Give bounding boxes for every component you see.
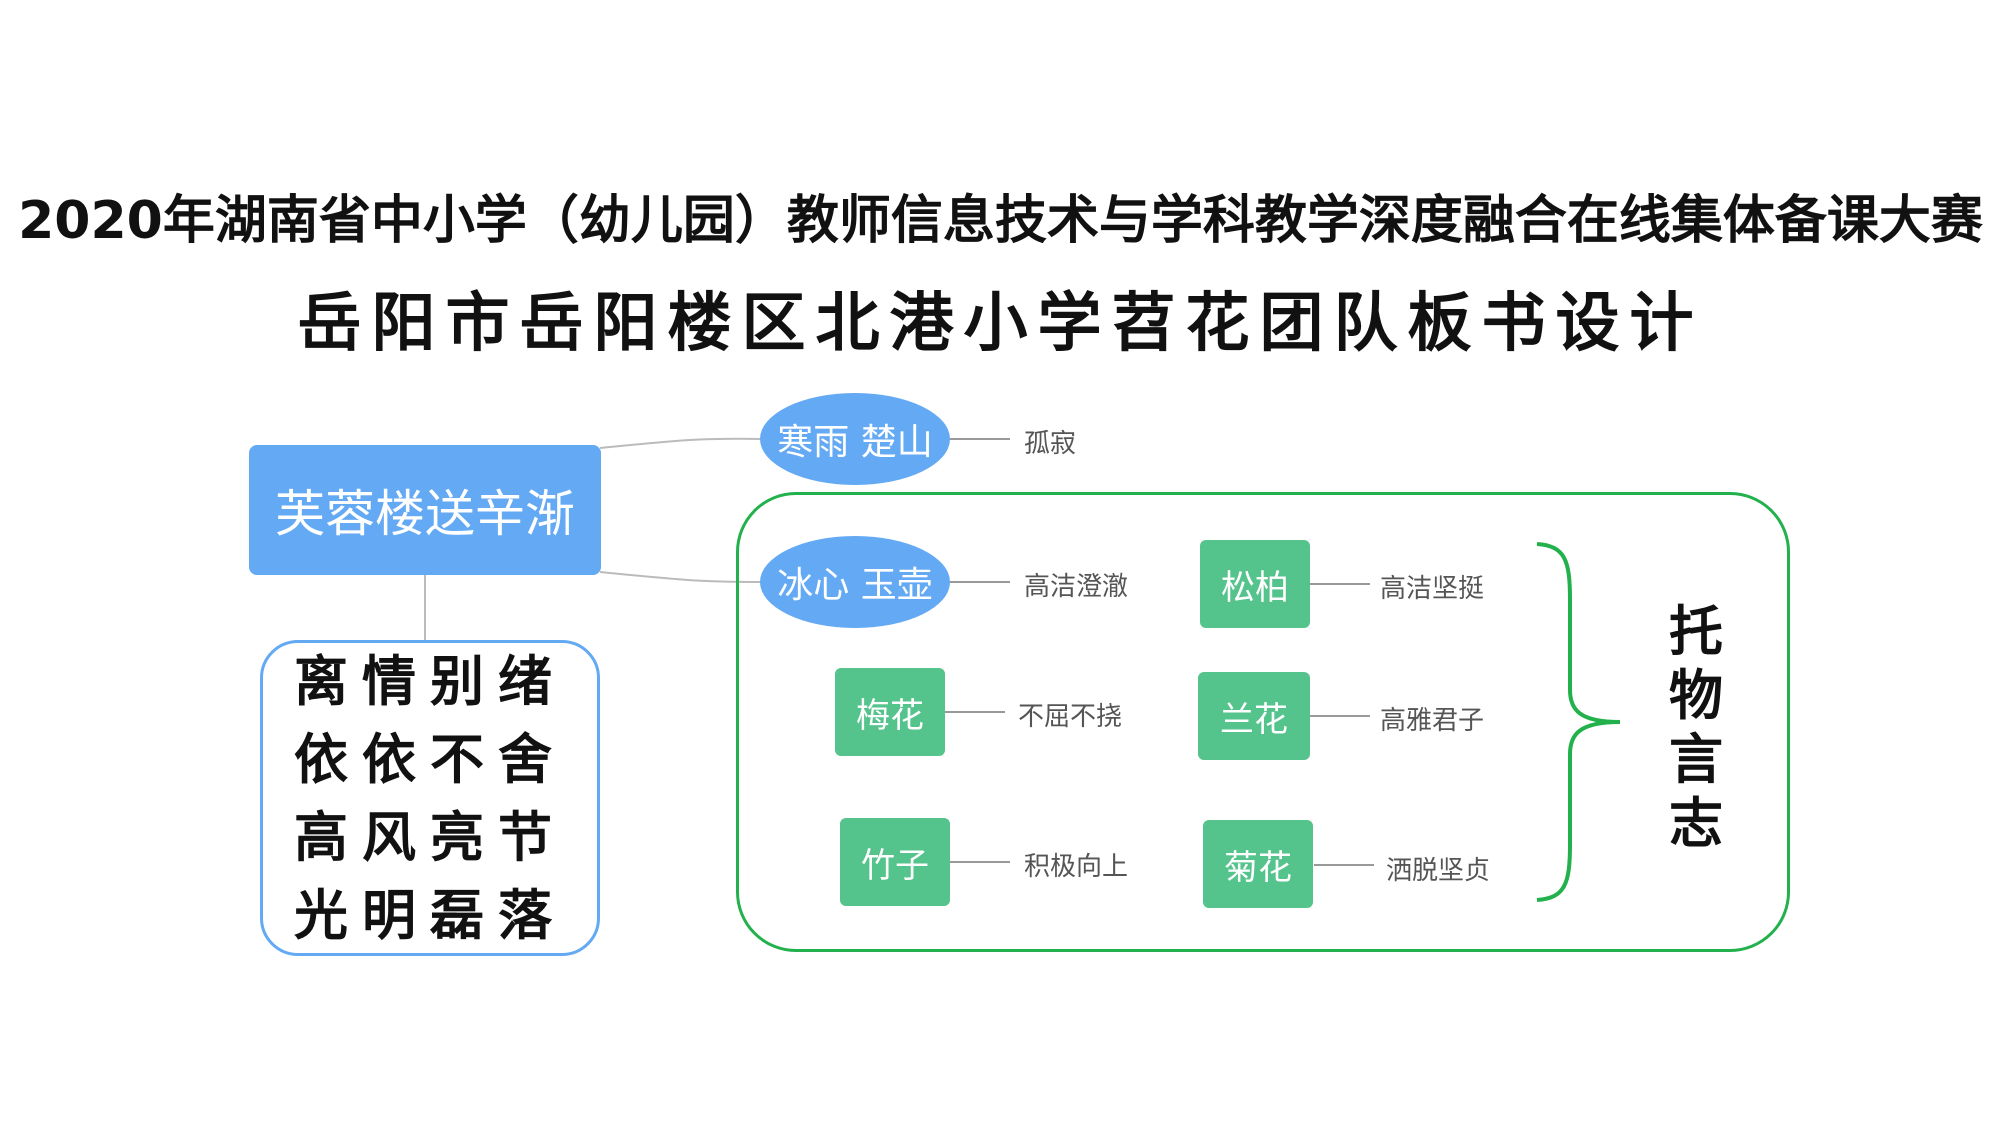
item-leaf-songbai: 高洁坚挺 bbox=[1380, 574, 1485, 604]
leaf-bottom: 高洁澄澈 bbox=[1024, 572, 1129, 602]
phrase-line: 光明磊落 bbox=[294, 883, 566, 947]
summary-char: 言 bbox=[1669, 728, 1723, 791]
item-leaf-lanhua: 高雅君子 bbox=[1380, 706, 1485, 736]
item-box-lanhua: 兰花 bbox=[1198, 672, 1310, 760]
root-topic: 芙蓉楼送辛渐 bbox=[249, 445, 601, 575]
phrase-line: 依依不舍 bbox=[294, 727, 566, 791]
item-box-songbai: 松柏 bbox=[1200, 540, 1310, 628]
summary-char: 志 bbox=[1669, 792, 1723, 855]
group-frame bbox=[736, 492, 1790, 952]
item-leaf-meihua: 不屈不挠 bbox=[1018, 702, 1123, 732]
branch-topic-bottom: 冰心 玉壶 bbox=[760, 536, 950, 628]
phrase-line: 高风亮节 bbox=[294, 805, 566, 869]
item-leaf-zhuzi: 积极向上 bbox=[1024, 852, 1129, 882]
item-box-zhuzi: 竹子 bbox=[840, 818, 950, 906]
connector-root-bottom bbox=[599, 571, 763, 583]
phrase-box: 离情别绪 依依不舍 高风亮节 光明磊落 bbox=[260, 640, 600, 956]
summary-label: 托 物 言 志 bbox=[1656, 600, 1736, 856]
curly-brace bbox=[1536, 542, 1621, 902]
item-leaf-juhua: 洒脱坚贞 bbox=[1386, 856, 1491, 886]
phrase-line: 离情别绪 bbox=[294, 649, 566, 713]
leaf-top: 孤寂 bbox=[1024, 429, 1077, 459]
page-title: 2020年湖南省中小学（幼儿园）教师信息技术与学科教学深度融合在线集体备课大赛 bbox=[18, 191, 1983, 251]
connector-root-top bbox=[599, 437, 763, 449]
item-box-juhua: 菊花 bbox=[1203, 820, 1313, 908]
summary-char: 托 bbox=[1669, 600, 1723, 663]
item-box-meihua: 梅花 bbox=[835, 668, 945, 756]
page-subtitle: 岳阳市岳阳楼区北港小学苕花团队板书设计 bbox=[297, 286, 1704, 361]
summary-char: 物 bbox=[1669, 664, 1723, 727]
branch-topic-top: 寒雨 楚山 bbox=[760, 393, 950, 485]
